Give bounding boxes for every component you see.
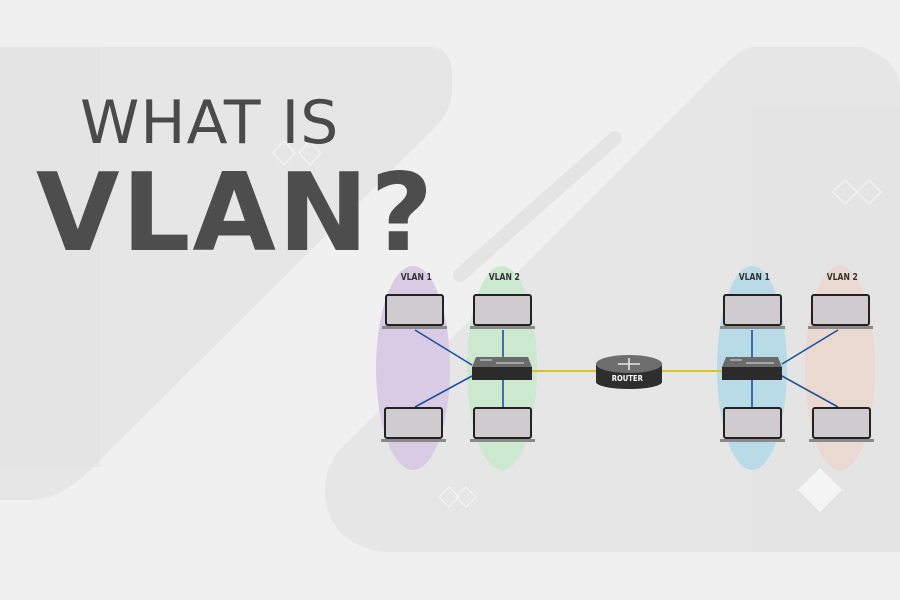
router-icon	[596, 355, 662, 389]
laptop-right-vlan2-top	[808, 294, 873, 329]
laptop-left-vlan2-top	[470, 294, 535, 329]
right-vlan2-label: VLAN 2	[826, 272, 858, 283]
title-line-1: WHAT IS	[80, 88, 340, 158]
laptop-left-vlan1-top	[382, 294, 447, 329]
laptop-right-vlan2-bottom	[809, 407, 874, 442]
left-vlan2-label: VLAN 2	[488, 272, 520, 283]
laptop-left-vlan2-bottom	[470, 407, 535, 442]
laptop-right-vlan1-bottom	[720, 407, 785, 442]
left-vlan1-label: VLAN 1	[400, 272, 432, 283]
right-vlan1-label: VLAN 1	[738, 272, 770, 283]
switch-right-icon	[722, 357, 782, 380]
laptop-left-vlan1-bottom	[381, 407, 446, 442]
laptop-right-vlan1-top	[720, 294, 785, 329]
title-line-2: VLAN?	[36, 151, 436, 276]
router-label: ROUTER	[611, 374, 643, 383]
switch-left-icon	[472, 357, 532, 380]
